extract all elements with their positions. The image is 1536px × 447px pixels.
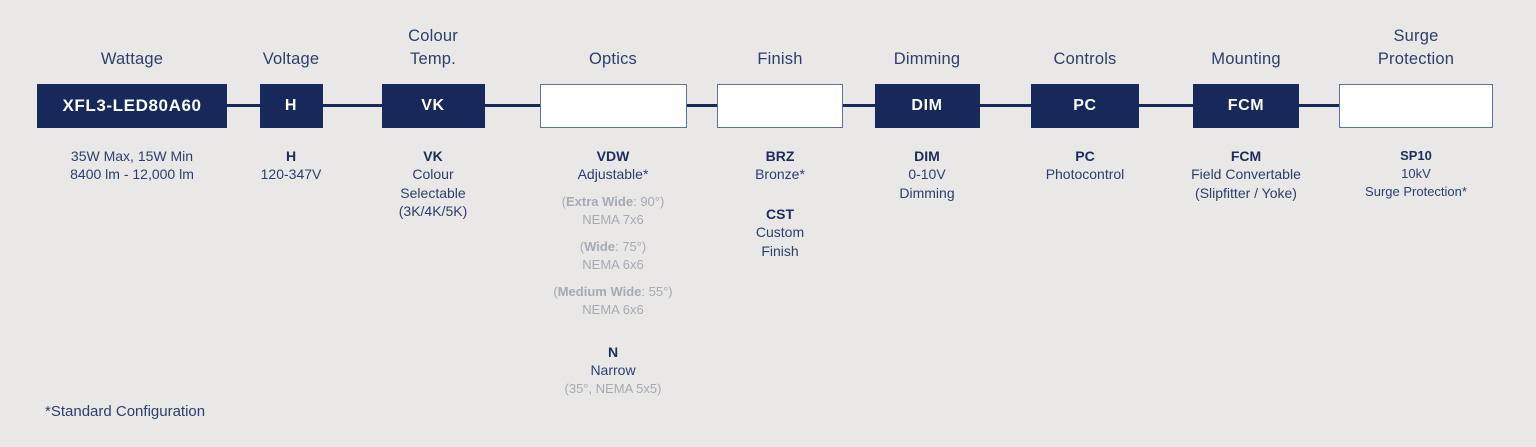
column-header-controls: Controls [1053, 49, 1117, 68]
column-header-voltage: Voltage [262, 49, 320, 68]
wattage-spec-line: 35W Max, 15W Min [70, 148, 194, 164]
surge-protection-code-box [1339, 84, 1493, 128]
optics-angle-medium-wide: (Medium Wide: 55°) NEMA 6x6 [523, 283, 703, 319]
optics-narrow-detail: (35°, NEMA 5x5) [564, 380, 662, 396]
optics-narrow-code: N [607, 343, 619, 360]
optics-option-vdw: VDW Adjustable* [523, 147, 703, 184]
controls-description: PC Photocontrol [1010, 147, 1160, 184]
mounting-code-box: FCM [1193, 84, 1299, 128]
surge-protection-description: SP10 10kV Surge Protection* [1326, 147, 1506, 202]
optics-angle-nema: NEMA 7x6 [582, 211, 644, 227]
mounting-description: FCM Field Convertable (Slipfitter / Yoke… [1156, 147, 1336, 202]
finish-code-box [717, 84, 843, 128]
voltage-option-desc: 120-347V [260, 166, 322, 183]
dimming-option-code: DIM [914, 148, 940, 164]
wattage-description: 35W Max, 15W Min 8400 lm - 12,000 lm [22, 147, 242, 184]
optics-narrow-name: Narrow [590, 362, 636, 379]
dimming-option-desc: 0-10V Dimming [899, 166, 955, 201]
finish-description: BRZ Bronze* CST Custom Finish [705, 147, 855, 260]
dimming-description: DIM 0-10V Dimming [862, 147, 992, 202]
column-header-colour-temp: Colour Temp. [408, 27, 458, 68]
surge-protection-option-code: SP10 [1400, 148, 1432, 163]
mounting-option-desc: Field Convertable (Slipfitter / Yoke) [1191, 166, 1301, 201]
column-header-mounting: Mounting [1211, 49, 1281, 68]
controls-option-desc: Photocontrol [1045, 166, 1125, 183]
column-colour-temp: Colour Temp. VK VK Colour Selectable (3K… [353, 0, 513, 221]
column-header-dimming: Dimming [893, 49, 961, 68]
optics-angle-nema: NEMA 6x6 [582, 301, 644, 317]
mounting-option-code: FCM [1230, 148, 1262, 164]
colour-temp-option-code: VK [423, 148, 443, 164]
optics-option-name: Adjustable* [577, 166, 649, 183]
column-wattage: Wattage XFL3-LED80A60 35W Max, 15W Min 8… [22, 0, 242, 184]
optics-description: VDW Adjustable* (Extra Wide: 90°) NEMA 7… [523, 147, 703, 397]
wattage-code-box: XFL3-LED80A60 [37, 84, 227, 128]
optics-option-code: VDW [596, 148, 630, 164]
column-header-optics: Optics [589, 49, 637, 68]
wattage-lumen-line: 8400 lm - 12,000 lm [70, 166, 194, 183]
optics-code-box [539, 84, 687, 128]
optics-angle-label: (Wide: 75°) [579, 238, 647, 254]
standard-configuration-footnote: *Standard Configuration [45, 403, 206, 420]
finish-option-cst: CST Custom Finish [705, 205, 855, 260]
column-controls: Controls PC PC Photocontrol [1010, 0, 1160, 184]
controls-code-box: PC [1031, 84, 1139, 128]
column-header-surge-protection: Surge Protection [1377, 27, 1455, 68]
optics-angle-label: (Medium Wide: 55°) [553, 283, 673, 299]
column-header-finish: Finish [757, 49, 803, 68]
column-dimming: Dimming DIM DIM 0-10V Dimming [862, 0, 992, 202]
dimming-code-box: DIM [874, 84, 980, 128]
column-header-wattage: Wattage [100, 49, 164, 68]
column-voltage: Voltage H H 120-347V [231, 0, 351, 184]
voltage-description: H 120-347V [231, 147, 351, 184]
optics-angle-label: (Extra Wide: 90°) [561, 193, 665, 209]
colour-temp-code-box: VK [381, 84, 485, 128]
controls-option-code: PC [1075, 148, 1095, 164]
optics-option-narrow: N Narrow (35°, NEMA 5x5) [523, 343, 703, 398]
colour-temp-option-desc: Colour Selectable (3K/4K/5K) [398, 166, 468, 220]
colour-temp-description: VK Colour Selectable (3K/4K/5K) [353, 147, 513, 221]
column-finish: Finish BRZ Bronze* CST Custom Finish [705, 0, 855, 260]
finish-option-code: CST [766, 205, 794, 222]
column-surge-protection: Surge Protection SP10 10kV Surge Protect… [1326, 0, 1506, 202]
finish-option-name: Bronze* [755, 166, 805, 183]
optics-angle-wide: (Wide: 75°) NEMA 6x6 [523, 238, 703, 274]
finish-option-name: Custom Finish [755, 224, 805, 259]
voltage-code-box: H [259, 84, 323, 128]
optics-angle-nema: NEMA 6x6 [582, 256, 644, 272]
column-optics: Optics VDW Adjustable* (Extra Wide: 90°)… [523, 0, 703, 397]
surge-protection-option-desc: 10kV Surge Protection* [1365, 166, 1467, 200]
column-mounting: Mounting FCM FCM Field Convertable (Slip… [1156, 0, 1336, 202]
finish-option-brz: BRZ Bronze* [705, 147, 855, 184]
optics-angle-extra-wide: (Extra Wide: 90°) NEMA 7x6 [523, 193, 703, 229]
voltage-option-code: H [285, 148, 297, 164]
finish-option-code: BRZ [765, 148, 795, 164]
